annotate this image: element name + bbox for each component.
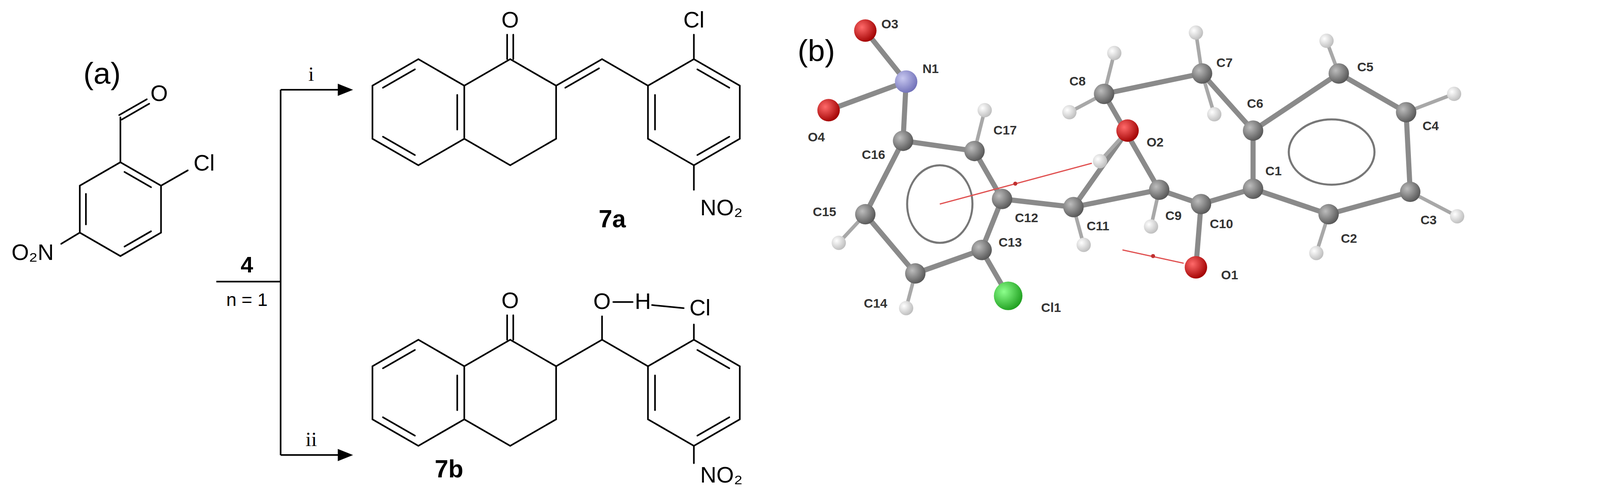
condition-label: i xyxy=(308,63,315,84)
atom-label: O3 xyxy=(881,18,899,31)
panel-label: (a) xyxy=(83,58,121,89)
atom-label: C2 xyxy=(1340,232,1358,246)
contact-dot xyxy=(1150,253,1155,258)
atom-label: C16 xyxy=(861,148,885,162)
atom-symbol: Cl xyxy=(689,296,711,320)
atom-label: N1 xyxy=(922,63,939,77)
atom-label: O4 xyxy=(807,131,826,145)
atom-label: C14 xyxy=(863,297,888,311)
contact-dot xyxy=(1013,181,1018,186)
arrow-head xyxy=(337,83,354,96)
atom-label: C17 xyxy=(993,124,1017,138)
atom-symbol: Cl xyxy=(683,9,705,32)
condition-label: ii xyxy=(305,428,317,449)
atom-symbol: H xyxy=(634,290,652,314)
compound-number: 7b xyxy=(434,457,464,482)
atom-label: C5 xyxy=(1357,61,1374,74)
atom-label: C3 xyxy=(1420,214,1437,227)
atom-balls xyxy=(817,19,1465,316)
atom-label: C12 xyxy=(1014,211,1038,225)
atom-label: C11 xyxy=(1086,220,1110,233)
hydrogen-sticks xyxy=(838,32,1458,309)
atom-symbol: O xyxy=(150,82,169,105)
atom-symbol: O xyxy=(501,9,520,32)
bond-sticks xyxy=(828,30,1411,296)
group-symbol: NO₂ xyxy=(700,464,743,487)
atom-label: Cl1 xyxy=(1040,301,1061,315)
reaction-arrows xyxy=(216,89,341,456)
atom-label: C10 xyxy=(1209,218,1233,232)
compound-7b-structure xyxy=(372,302,741,464)
atom-label: C13 xyxy=(998,236,1022,250)
atom-label: C1 xyxy=(1265,165,1282,178)
atom-symbol: Cl xyxy=(193,152,215,175)
panel-label: (b) xyxy=(797,35,836,67)
atom-label: C15 xyxy=(812,205,836,219)
atom-symbol: O xyxy=(501,289,520,313)
atom-label: C6 xyxy=(1246,97,1264,111)
compound-7a-structure xyxy=(372,34,741,190)
group-symbol: O₂N xyxy=(11,241,55,265)
group-symbol: NO₂ xyxy=(700,196,743,220)
atom-symbol: O xyxy=(593,290,612,314)
atom-label: O2 xyxy=(1146,136,1164,150)
contact-lines xyxy=(939,163,1184,264)
atom-label: C4 xyxy=(1422,120,1439,134)
reagent-condition: n = 1 xyxy=(226,290,268,310)
aldehyde-structure xyxy=(61,99,188,257)
atom-label: O1 xyxy=(1220,269,1239,282)
atom-label: C9 xyxy=(1165,210,1182,224)
arrow-head xyxy=(337,449,354,462)
atom-label: C8 xyxy=(1069,75,1086,89)
atom-label: C7 xyxy=(1216,56,1233,70)
aromatic-ring-marker xyxy=(1288,119,1375,185)
reagent-number: 4 xyxy=(240,253,254,277)
compound-number: 7a xyxy=(598,207,626,232)
